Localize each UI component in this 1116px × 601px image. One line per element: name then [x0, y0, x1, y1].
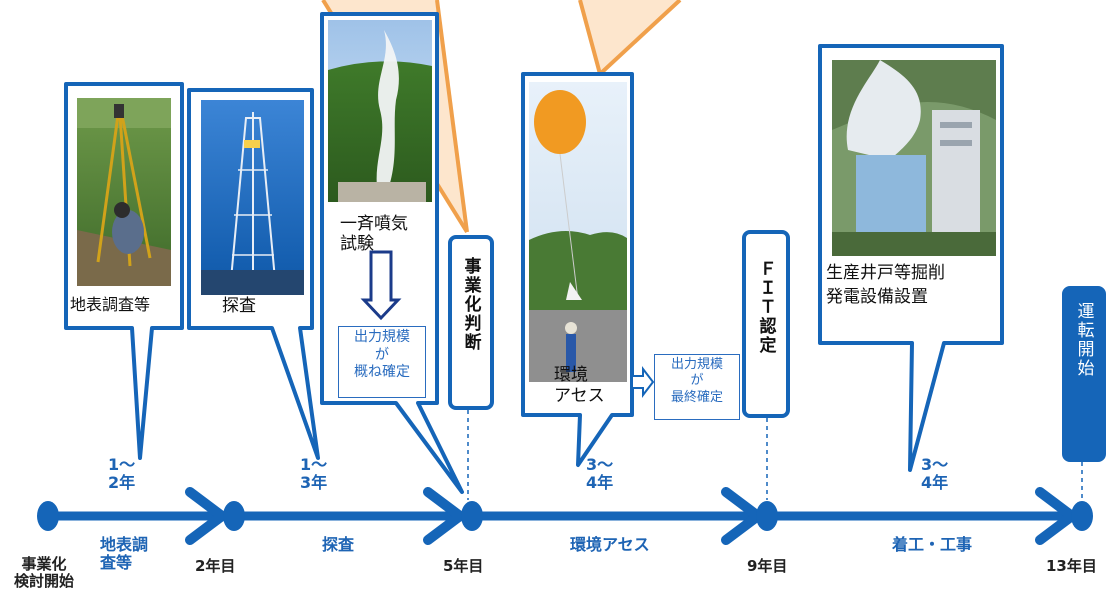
timeline-segment-3	[474, 487, 763, 545]
duration-3: 3～ 4年	[586, 455, 614, 493]
down-arrow	[360, 250, 402, 321]
callout-survey	[64, 82, 184, 460]
operation-label: 運転開始	[1073, 302, 1094, 378]
drilling-rig-photo	[201, 100, 304, 295]
timeline-segment-1	[48, 487, 227, 545]
phase-exploration: 探査	[322, 535, 355, 554]
label-year-2: 2年目	[195, 557, 236, 575]
label-start: 事業化 検討開始	[14, 555, 75, 591]
milestone-business-judgment: 事業化判断	[448, 235, 494, 410]
duration-4: 3～ 4年	[921, 455, 949, 493]
power-plant-photo	[832, 60, 996, 256]
label-year-9: 9年目	[747, 557, 788, 575]
label-year-5: 5年目	[443, 557, 484, 575]
hollow-arrow-right	[631, 366, 655, 398]
duration-2: 1～ 3年	[300, 455, 328, 493]
timeline-segment-2	[234, 487, 465, 545]
phase-construction: 着工・工事	[892, 535, 973, 554]
caption-assessment: 環境 アセス	[554, 365, 605, 407]
milestone-dot-start	[37, 501, 59, 531]
timeline-segment-4	[770, 487, 1077, 545]
label-year-13: 13年目	[1046, 557, 1097, 575]
note-output-final: 出力規模 が 最終確定	[654, 354, 740, 420]
caption-steam-test: 一斉噴気 試験	[340, 214, 408, 254]
survey-photo	[77, 98, 171, 286]
milestone-dot-2	[223, 501, 245, 531]
milestone-dot-9	[756, 501, 778, 531]
callout-construction	[818, 44, 1004, 472]
caption-exploration: 探査	[222, 296, 256, 316]
zoom-wedge-2	[578, 0, 682, 76]
milestone-dot-5	[461, 501, 483, 531]
callout-exploration	[187, 88, 320, 460]
callout-assessment	[521, 72, 634, 467]
milestone-operation: 運転開始	[1062, 286, 1106, 462]
phase-survey: 地表調 査等	[100, 535, 149, 573]
steam-test-photo	[328, 20, 432, 202]
balloon-photo	[529, 82, 627, 382]
note-output-approx: 出力規模 が 概ね確定	[338, 326, 426, 398]
business-judgment-label: 事業化判断	[460, 257, 481, 352]
caption-construction: 生産井戸等掘削 発電設備設置	[826, 263, 945, 307]
phase-assessment: 環境アセス	[570, 535, 650, 554]
milestone-dot-13	[1071, 501, 1093, 531]
fit-label: ＦＩＴ認定	[755, 260, 776, 355]
caption-survey: 地表調査等	[70, 295, 151, 314]
milestone-fit: ＦＩＴ認定	[742, 230, 790, 418]
duration-1: 1～ 2年	[108, 455, 136, 493]
